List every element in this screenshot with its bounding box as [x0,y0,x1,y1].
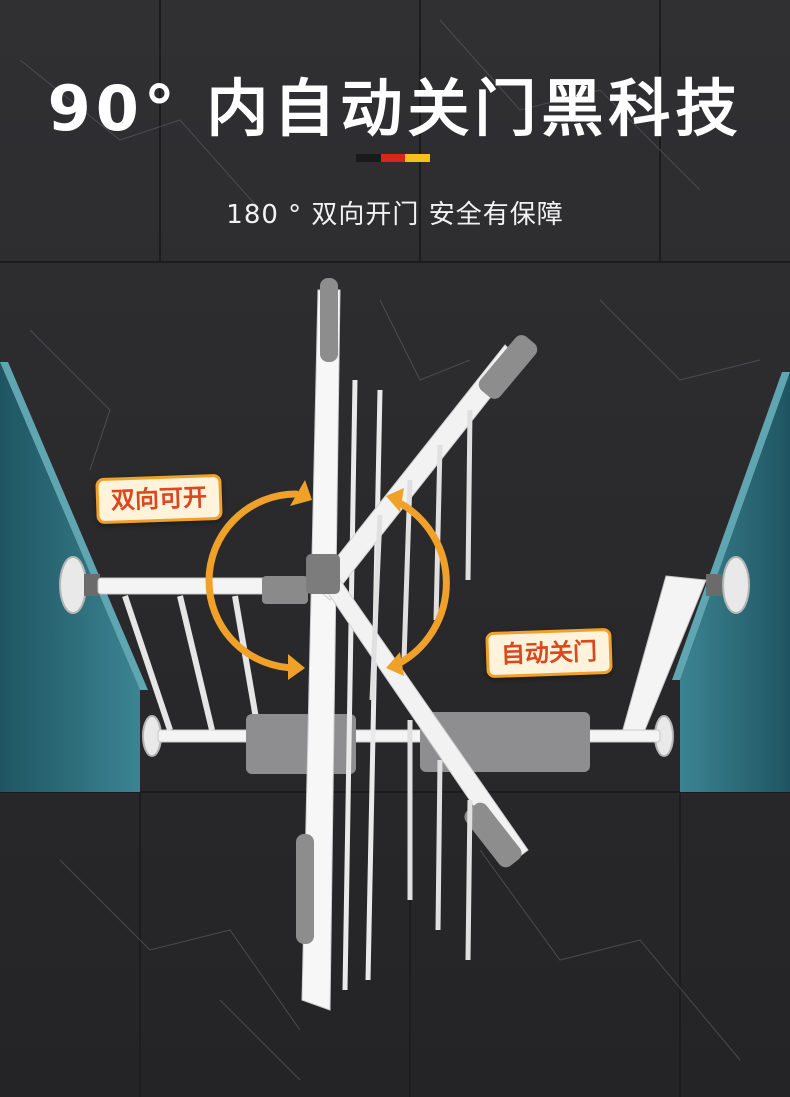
headline: 90° 内自动关门黑科技 [47,72,743,145]
auto-close-tag: 自动关门 [485,627,613,679]
gate-bars-left [122,595,261,731]
rotation-arrow-icon [205,490,450,672]
gate-door-diagonal [313,335,538,961]
wall-mount-right [706,556,750,614]
hinge [306,554,340,594]
marble-veins [19,19,761,1081]
gate-frame-left [97,577,309,743]
bidirectional-tag: 双向可开 [95,473,223,525]
color-divider [356,154,431,162]
wall-mount-left [59,556,100,614]
subtitle: 180 ° 双向开门 安全有保障 [226,200,564,230]
